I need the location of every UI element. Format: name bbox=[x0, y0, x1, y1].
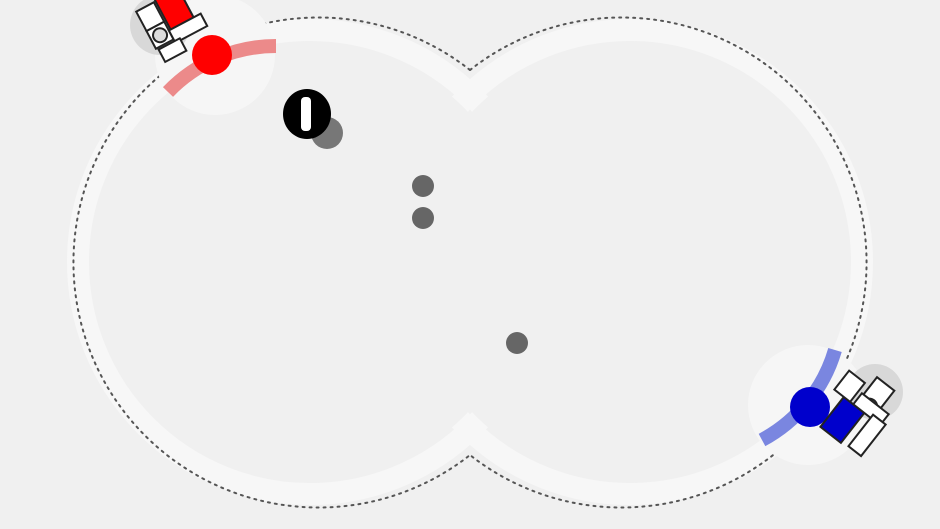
arena-boundary-right bbox=[469, 16, 868, 509]
blue-player bbox=[748, 345, 903, 465]
arena-inner-ring bbox=[67, 19, 873, 505]
dot bbox=[412, 207, 434, 229]
red-player bbox=[130, 0, 277, 115]
striped-ball-icon bbox=[283, 89, 343, 149]
red-player-body bbox=[192, 35, 232, 75]
dots-group bbox=[412, 175, 528, 354]
blue-robot-icon bbox=[819, 369, 896, 458]
blue-player-body bbox=[790, 387, 830, 427]
red-robot-icon bbox=[134, 0, 209, 64]
arena-boundary-left bbox=[72, 16, 471, 509]
dot bbox=[412, 175, 434, 197]
dot bbox=[506, 332, 528, 354]
